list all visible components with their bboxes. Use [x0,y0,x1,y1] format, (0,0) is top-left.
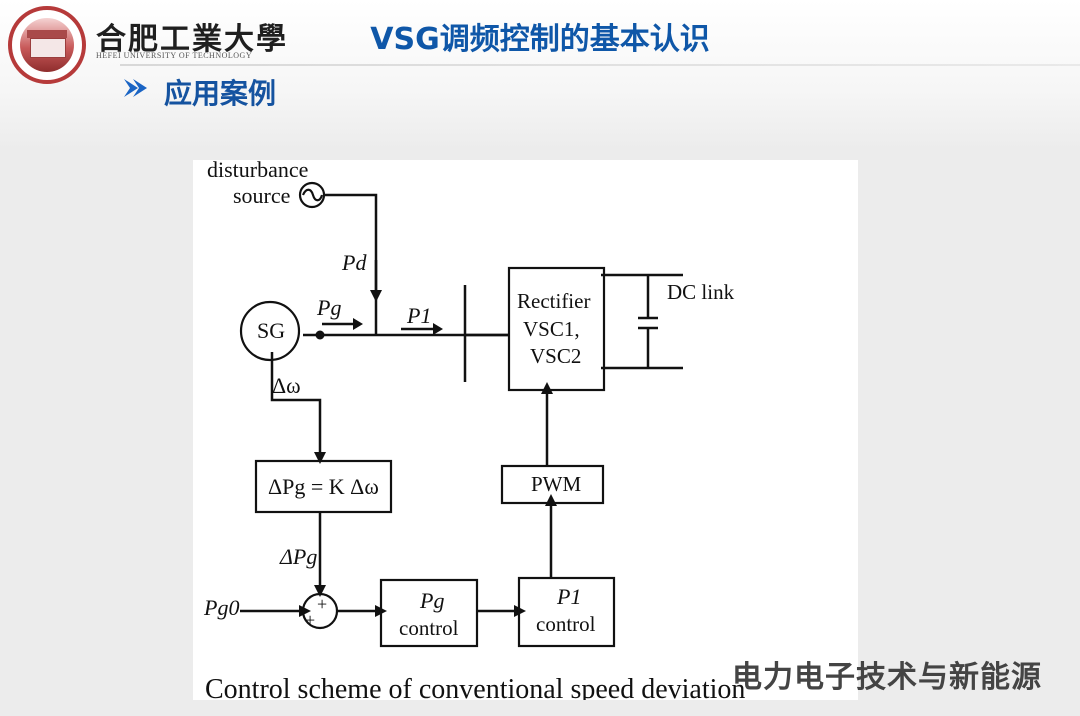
label-dc-link: DC link [667,280,735,304]
rectifier-block [507,266,606,392]
label-source: source [233,183,290,208]
section-arrow-icon [124,79,147,97]
label-pg-control-top: Pg [419,588,444,613]
diagram-shapes [239,181,616,648]
university-name-en: HEFEI UNIVERSITY OF TECHNOLOGY [96,51,253,60]
label-rectifier-line2: VSC1, [523,317,580,341]
label-pd: Pd [341,250,367,275]
delta-pg-arrowhead [314,585,326,597]
pd-arrowhead [370,290,382,302]
section-title: 应用案例 [164,77,277,110]
pg-arrowhead [353,318,363,330]
disturbance-source-circle [298,181,326,209]
label-disturbance: disturbance [207,160,308,182]
university-name-cn: 合肥工業大學 [96,22,288,57]
sine-wave-icon [301,188,324,202]
label-pg0: Pg0 [203,595,239,620]
label-pg-top: Pg [316,295,341,320]
p1-control-block [517,576,616,648]
logo-building-shape [30,38,66,58]
label-rectifier-line1: Rectifier [517,289,590,313]
logo-roof-shape [27,30,67,38]
label-p1-top: P1 [406,303,431,328]
control-diagram: disturbance source Pd Pg P1 SG Rectifier… [203,160,745,700]
label-delta-omega: Δω [272,373,301,398]
sg-output-node [315,330,325,340]
label-pg-control-bottom: control [399,616,459,640]
label-p1-control-top: P1 [556,584,581,609]
diagram-panel: disturbance source Pd Pg P1 SG Rectifier… [193,160,858,700]
footer-watermark: 电力电子技术与新能源 [732,660,1042,695]
label-sum-plus-top: + [317,594,327,614]
diagram-caption: Control scheme of conventional speed dev… [205,674,745,700]
delta-equation-block [254,459,393,514]
label-sg: SG [257,318,285,343]
sg-circle [239,300,301,362]
pg0-arrowhead [299,605,311,617]
p1-arrowhead [433,323,443,335]
arrowheads [299,290,557,617]
label-rectifier-line3: VSC2 [530,344,581,368]
summing-junction [301,592,339,630]
pwm-block [500,464,605,505]
delta-omega-path [270,352,322,455]
label-p1-control-bottom: control [536,612,596,636]
slide-header-background [0,0,1080,150]
pg-control-block [379,578,479,648]
slide-title: VSG调频控制的基本认识 [370,22,710,57]
label-delta-pg: ΔPg [279,544,317,569]
header-divider [120,64,1080,66]
label-sum-plus-bottom: + [305,610,315,630]
label-pwm: PWM [531,472,582,496]
diagram-lines [240,193,683,613]
university-logo [8,6,86,84]
rectifier-input-arrowhead [541,382,553,394]
label-delta-equation: ΔPg = K Δω [268,474,379,499]
delta-omega-arrowhead [314,452,326,464]
